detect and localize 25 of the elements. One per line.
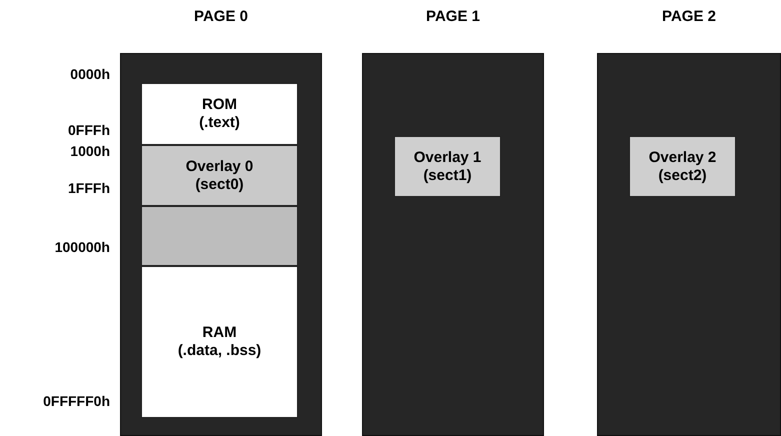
section-detail: (sect0)	[195, 176, 244, 194]
section-name: Overlay 2	[648, 148, 716, 166]
section-name: RAM	[202, 324, 237, 342]
overlay-section	[629, 136, 736, 197]
page-heading: PAGE 0	[193, 8, 249, 25]
section-detail: (sect2)	[658, 166, 707, 184]
address-label: 100000h	[54, 239, 110, 255]
section-detail: (sect1)	[423, 166, 472, 184]
overlay-section	[141, 145, 298, 206]
page-heading: PAGE 2	[661, 8, 717, 25]
address-label: 1FFFh	[68, 180, 110, 196]
address-label: 0FFFFF0h	[43, 393, 110, 409]
section-name: Overlay 0	[186, 158, 254, 176]
memory-section	[141, 206, 298, 266]
section-detail: (.data, .bss)	[178, 342, 262, 360]
memory-section	[141, 266, 298, 418]
address-label: 0000h	[70, 66, 110, 82]
memory-section	[141, 83, 298, 145]
overlay-section	[394, 136, 501, 197]
address-label: 1000h	[70, 143, 110, 159]
section-name: Overlay 1	[414, 148, 482, 166]
page-heading: PAGE 1	[425, 8, 481, 25]
address-label: 0FFFh	[68, 122, 110, 138]
section-name: ROM	[202, 96, 237, 114]
section-detail: (.text)	[199, 114, 240, 132]
